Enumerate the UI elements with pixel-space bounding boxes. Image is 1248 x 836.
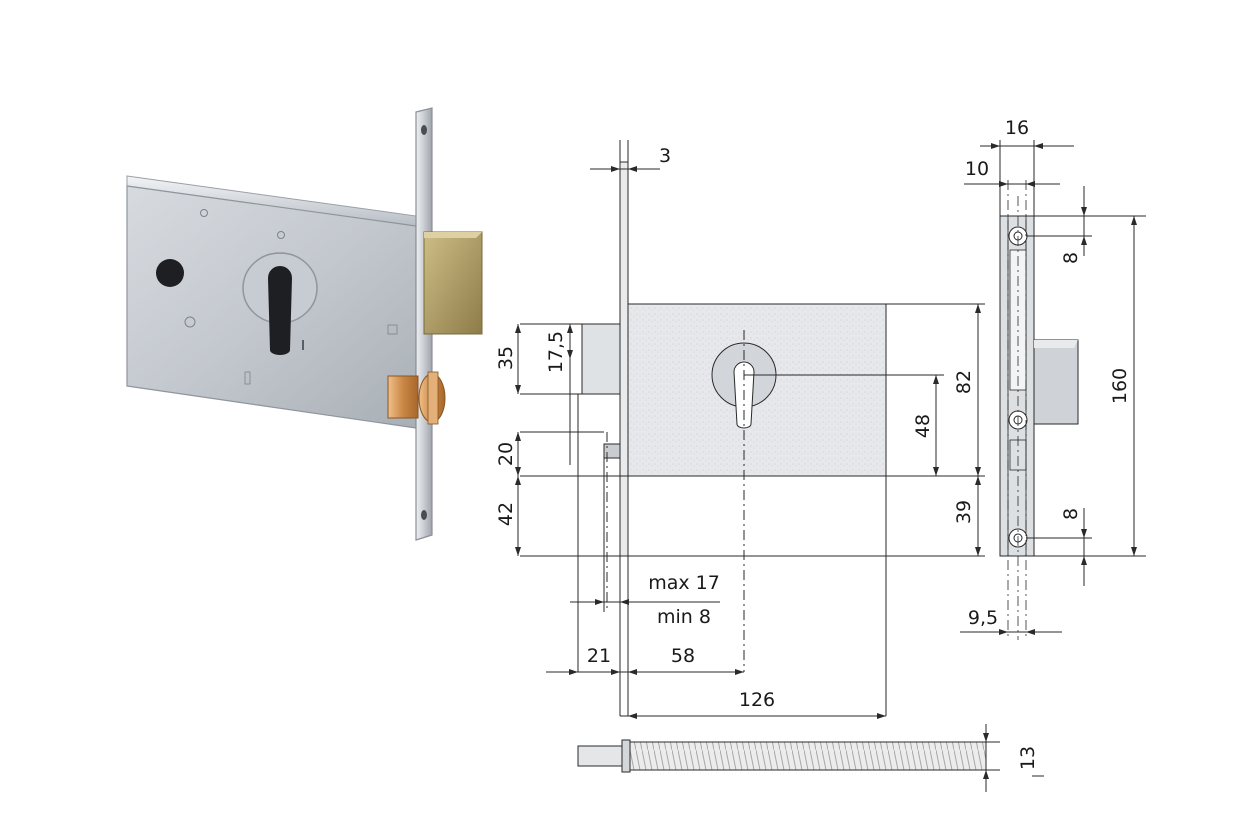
dim-13: 13	[1017, 746, 1039, 770]
dim-3: 3	[659, 145, 671, 167]
dim-20: 20	[495, 442, 517, 466]
dim-10: 10	[965, 158, 989, 180]
dim-8-top: 8	[1060, 252, 1082, 264]
dim-min-8: min 8	[657, 606, 711, 628]
screw-icon	[200, 209, 208, 217]
dim-21: 21	[587, 645, 611, 667]
dim-42: 42	[495, 502, 517, 526]
dim-126: 126	[739, 689, 775, 711]
extension-lines	[520, 140, 985, 716]
dim-82: 82	[953, 370, 975, 394]
side-view-drawing	[999, 180, 1079, 640]
dim-16: 16	[1005, 117, 1029, 139]
dim-35: 35	[495, 346, 517, 370]
screw-icon	[184, 316, 196, 328]
dim-8-bottom: 8	[1060, 508, 1082, 520]
screw-icon	[277, 231, 285, 239]
dim-max-17: max 17	[648, 572, 720, 594]
dim-48: 48	[912, 414, 934, 438]
dimension-labels: 3 35 17,5 20 42 82 48 39 max 17 min 8 21…	[495, 117, 1131, 770]
dim-58: 58	[671, 645, 695, 667]
dim-9-5: 9,5	[968, 607, 998, 629]
front-view-drawing	[581, 161, 944, 672]
side-dimension-lines	[960, 140, 1146, 635]
dim-39: 39	[953, 500, 975, 524]
dim-17-5: 17,5	[545, 331, 567, 373]
dimension-lines	[515, 166, 981, 719]
lock-photo	[126, 107, 483, 541]
dim-160: 160	[1109, 368, 1131, 404]
spindle-drawing	[577, 724, 1044, 792]
